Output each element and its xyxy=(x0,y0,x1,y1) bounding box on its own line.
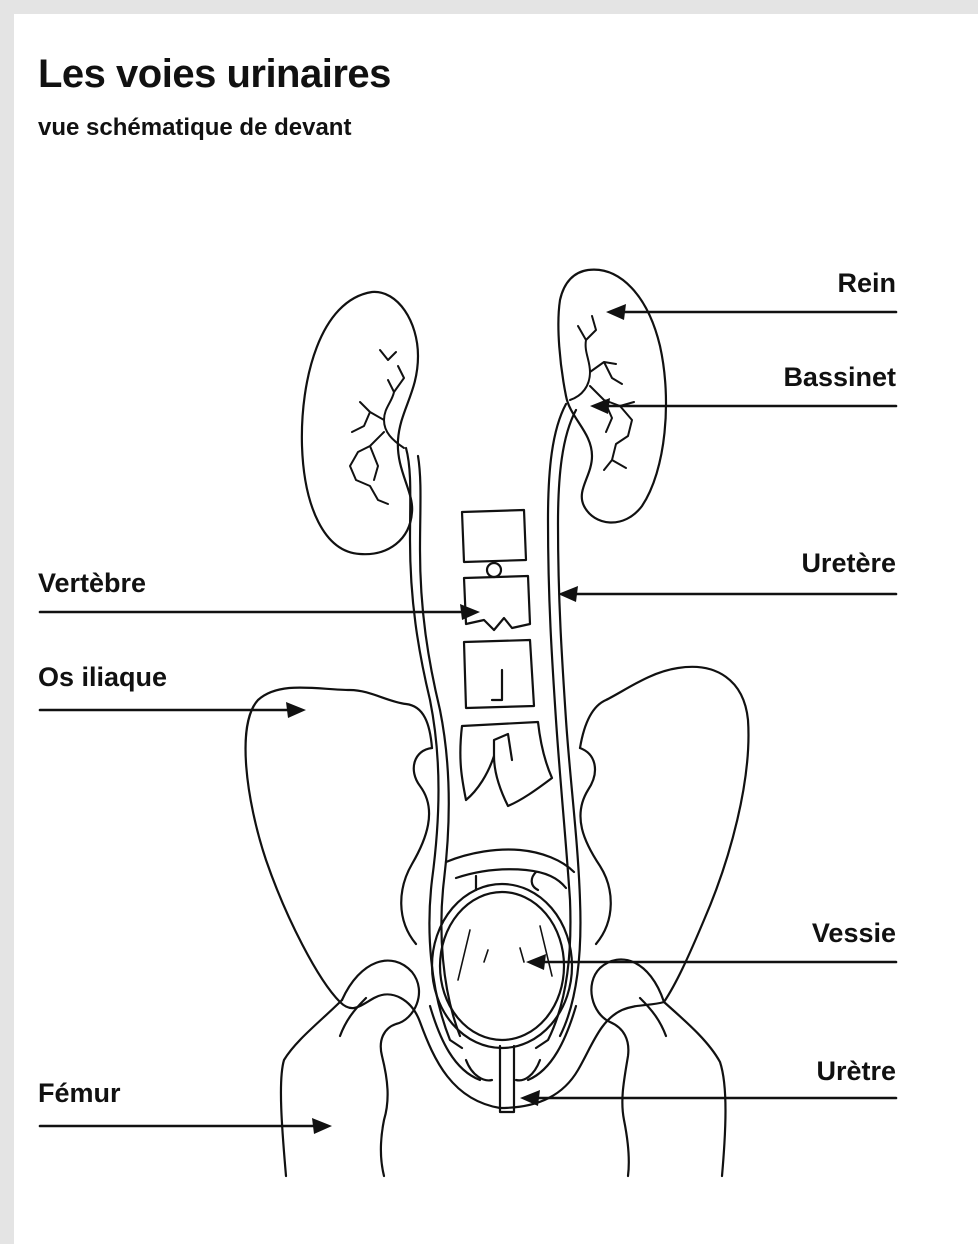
label-rein: Rein xyxy=(837,268,896,299)
left-renal-pelvis xyxy=(350,350,404,504)
label-vessie: Vessie xyxy=(812,918,896,949)
left-femur xyxy=(342,961,419,1176)
label-bassinet: Bassinet xyxy=(783,362,896,393)
right-ureter xyxy=(536,404,570,1048)
right-iliac-bone xyxy=(500,667,748,1108)
bladder xyxy=(432,884,572,1048)
right-renal-pelvis xyxy=(570,316,634,470)
pointer-lines xyxy=(40,304,896,1134)
vertebra-3 xyxy=(464,640,534,708)
vertebra-2 xyxy=(464,576,530,630)
right-kidney xyxy=(558,270,666,523)
right-femur xyxy=(591,959,664,1176)
label-uretre: Urètre xyxy=(816,1056,896,1087)
label-uretere: Uretère xyxy=(801,548,896,579)
label-femur: Fémur xyxy=(38,1078,121,1109)
vertebra-1 xyxy=(462,510,526,562)
label-vertebre: Vertèbre xyxy=(38,568,146,599)
label-os-iliaque: Os iliaque xyxy=(38,662,167,693)
urethra xyxy=(500,1046,514,1112)
left-ureter xyxy=(406,448,462,1048)
left-kidney xyxy=(302,292,418,554)
